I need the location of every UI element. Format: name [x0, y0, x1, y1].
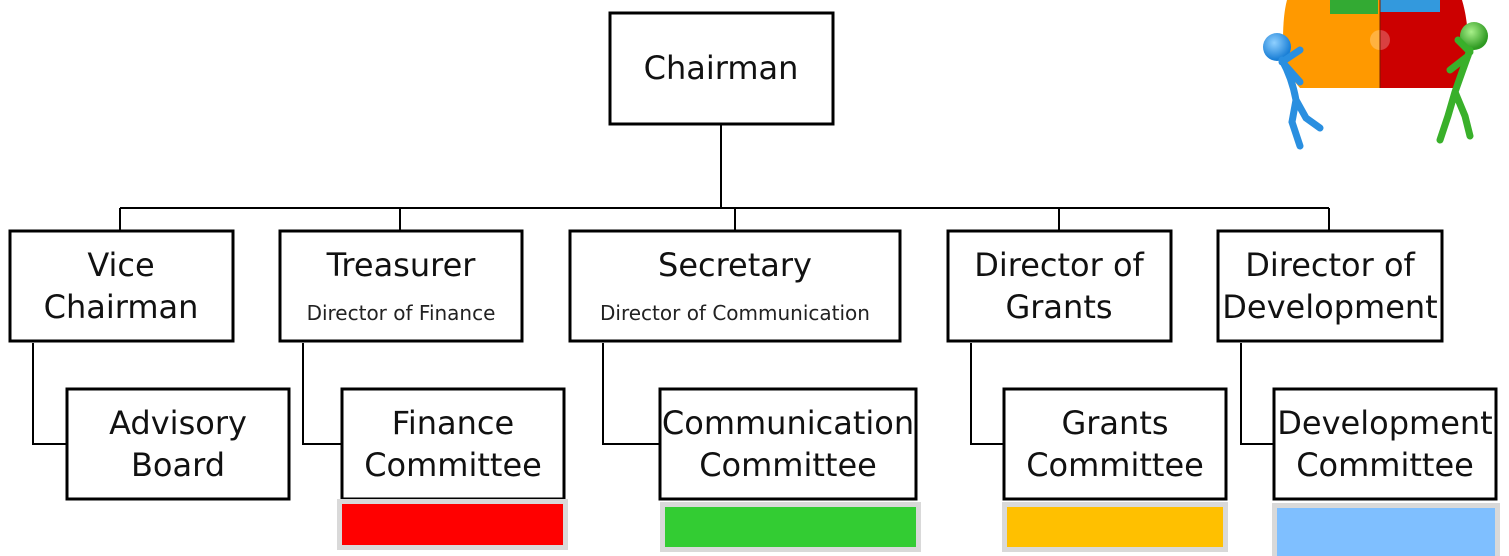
officer-title-line: Director of [1245, 246, 1415, 284]
committee-connector [602, 343, 660, 445]
teamwork-puzzle-icon [1263, 0, 1488, 150]
officer-node-director-of-development: Director of Development [1216, 229, 1444, 343]
committee-label-line: Communication [662, 404, 914, 442]
committee-label-line: Committee [1026, 446, 1204, 484]
officer-node-vice-chairman: Vice Chairman [8, 229, 235, 343]
officer-node-director-of-grants: Director of Grants [946, 229, 1173, 343]
committee-connector [970, 343, 1004, 445]
committee-label-line: Committee [364, 446, 542, 484]
development-color-swatch [1277, 508, 1495, 556]
communication-color-swatch [665, 507, 916, 547]
officer-node-treasurer: Treasurer Director of Finance [278, 229, 524, 343]
officer-title-line: Grants [1005, 288, 1112, 326]
officer-node-secretary: Secretary Director of Communication [568, 229, 902, 343]
grants-color-swatch [1007, 507, 1223, 547]
officer-title-line: Chairman [44, 288, 199, 326]
officer-subtitle: Director of Communication [600, 301, 870, 325]
committee-label-line: Committee [1296, 446, 1474, 484]
committee-node-grants: Grants Committee [1002, 387, 1228, 501]
finance-color-swatch [342, 504, 563, 545]
committee-label-line: Board [131, 446, 225, 484]
officer-title-line: Treasurer [326, 246, 477, 284]
chairman-node: Chairman [608, 11, 835, 126]
committee-node-communication: Communication Committee [658, 387, 918, 501]
committee-color-swatches [337, 499, 1500, 556]
committee-label-line: Grants [1061, 404, 1168, 442]
committee-node-development: Development Committee [1272, 387, 1498, 501]
committee-label-line: Development [1277, 404, 1492, 442]
committee-label-line: Committee [699, 446, 877, 484]
officer-title-line: Development [1222, 288, 1437, 326]
committee-connector [32, 343, 67, 445]
connectors [32, 124, 1330, 445]
committee-label-line: Finance [392, 404, 514, 442]
officer-title-line: Secretary [658, 246, 812, 284]
officer-subtitle: Director of Finance [307, 301, 496, 325]
committee-connector [1240, 343, 1274, 445]
chairman-label: Chairman [644, 49, 799, 87]
committee-connector [302, 343, 342, 445]
committee-label-line: Advisory [109, 404, 247, 442]
committee-node-advisory-board: Advisory Board [65, 387, 291, 501]
officer-title-line: Director of [974, 246, 1144, 284]
committee-node-finance: Finance Committee [340, 387, 566, 501]
officer-title-line: Vice [87, 246, 154, 284]
